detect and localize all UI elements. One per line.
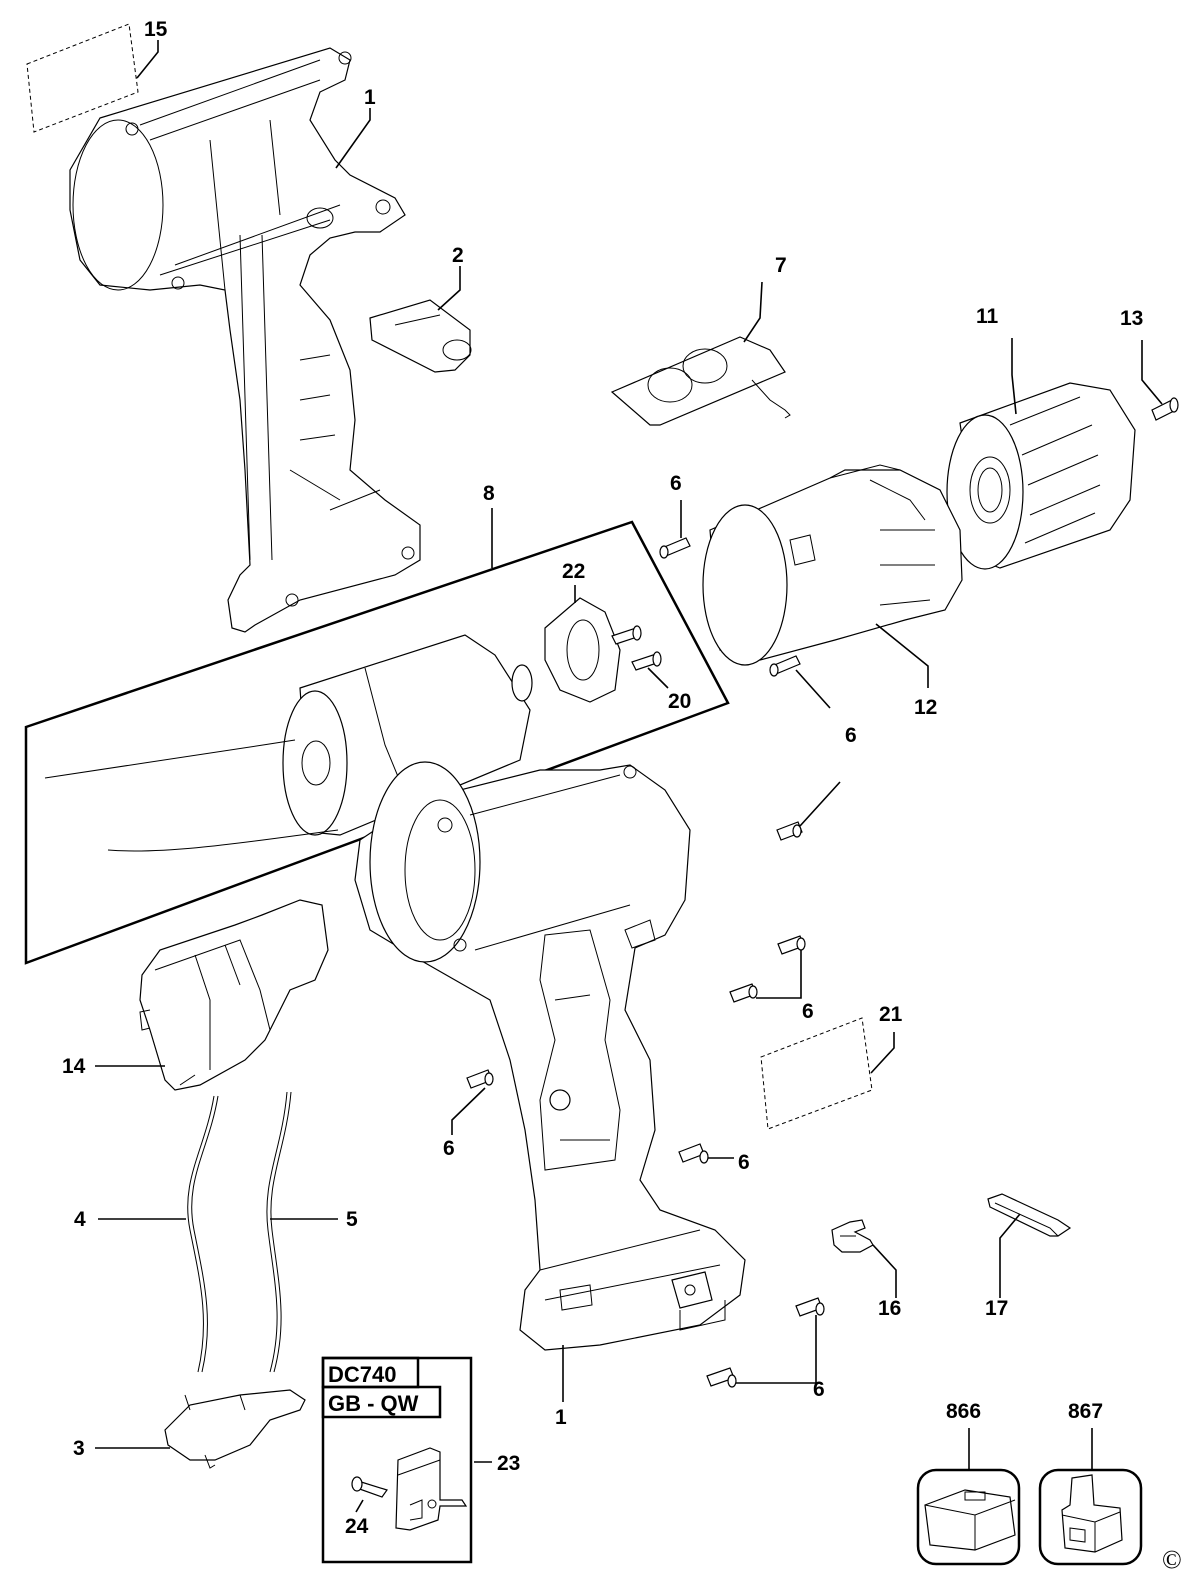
callout-867: 867 [1068,1400,1103,1423]
screw-6-a: 6 [659,472,691,559]
switch-button-2: 2 [369,244,472,373]
region-code-box [321,1385,442,1419]
callout-7: 7 [775,254,787,277]
housing-half-bottom: 1 [354,761,746,1429]
callout-1-top: 1 [364,86,376,109]
callout-1-bottom: 1 [555,1406,567,1429]
spring-clip-16: 16 [831,1219,901,1320]
callout-866: 866 [946,1400,981,1423]
callout-16: 16 [878,1297,901,1320]
nameplate-21: 21 [760,1003,903,1130]
callout-6-a: 6 [670,472,682,495]
screw-6-pair-right: 6 [729,935,814,1023]
gearbox-12: 12 [702,464,963,719]
motor-assembly-8: 8 22 20 [24,482,730,965]
battery-pack-867: 867 [1038,1400,1143,1566]
callout-12: 12 [914,696,937,719]
screw-6-pair-bottom: 6 [706,1297,825,1401]
bit-tip-17: 17 [985,1193,1072,1320]
callout-21: 21 [879,1003,903,1026]
callout-23: 23 [497,1452,520,1475]
switch-14: 14 [62,899,329,1091]
wire-4: 4 [74,1095,219,1373]
callout-6-d: 6 [443,1137,455,1160]
callout-13: 13 [1120,307,1143,330]
callout-8: 8 [483,482,495,505]
wire-5: 5 [266,1091,358,1373]
callout-2: 2 [452,244,464,267]
callout-5: 5 [346,1208,358,1231]
callout-20: 20 [668,690,691,713]
housing-half-top: 1 [69,47,421,633]
region-code: GB - QW [328,1391,419,1416]
callout-6-e: 6 [738,1151,750,1174]
callout-24: 24 [345,1515,369,1538]
chuck-screw-13: 13 [1120,307,1179,421]
callout-6-c: 6 [802,1000,814,1023]
chuck-11: 11 [946,305,1136,570]
screw-6-b: 6 [769,655,857,747]
shift-button-7: 7 [610,254,791,426]
charger-866: 866 [916,1400,1021,1566]
screw-6-c [776,781,841,841]
copyright-symbol: © [1162,1545,1182,1574]
model-inset-box: DC740 GB - QW 23 24 [321,1356,520,1564]
callout-11: 11 [976,305,999,328]
callout-14: 14 [62,1055,86,1078]
model-code: DC740 [328,1362,396,1387]
terminal-block-3: 3 [73,1389,306,1469]
screw-6-left: 6 [443,1069,494,1160]
label-sticker-15: 15 [26,18,168,133]
callout-4: 4 [74,1208,86,1231]
callout-15: 15 [144,18,168,41]
callout-22: 22 [562,560,585,583]
callout-3: 3 [73,1437,85,1460]
callout-6-b: 6 [845,724,857,747]
callout-6-f: 6 [813,1378,825,1401]
callout-17: 17 [985,1297,1008,1320]
screw-6-mid: 6 [678,1143,750,1174]
